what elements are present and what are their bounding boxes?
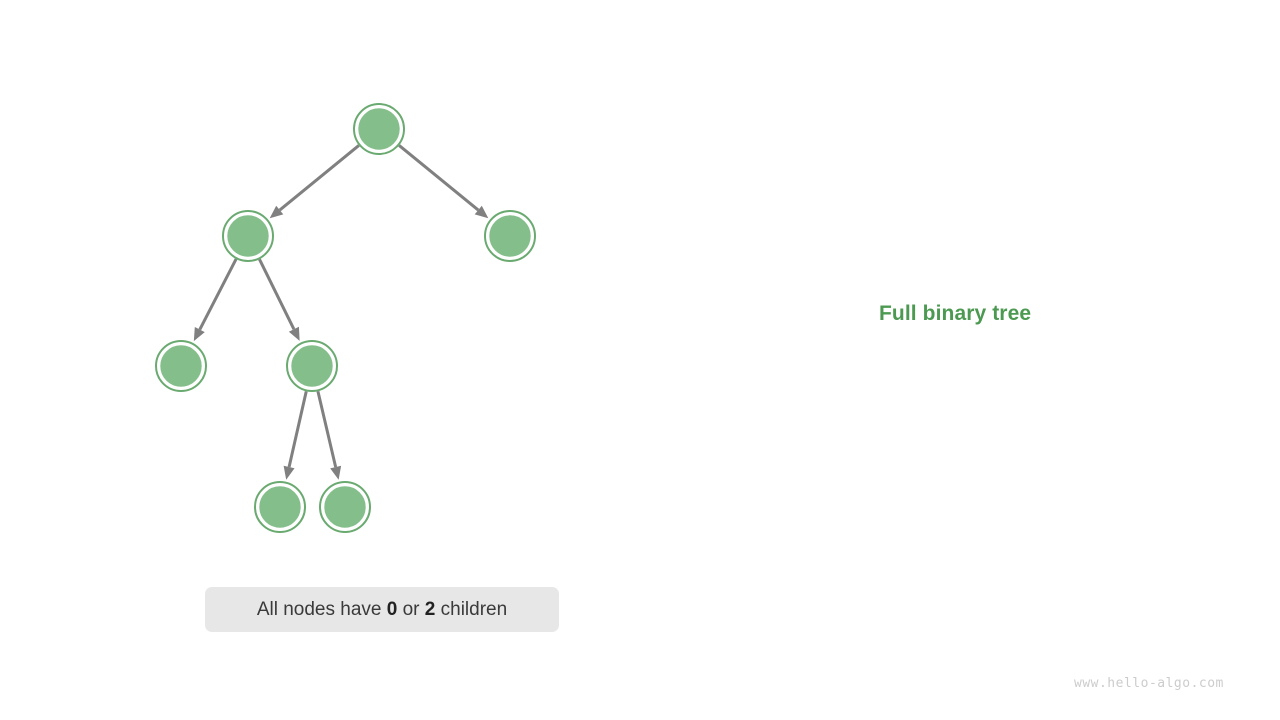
node-layer bbox=[155, 103, 536, 533]
tree-edge bbox=[283, 391, 308, 480]
tree-edge bbox=[398, 144, 489, 219]
page-title: Full binary tree bbox=[879, 302, 1032, 325]
watermark-label: www.hello-algo.com bbox=[1074, 676, 1224, 691]
caption-text: All nodes have 0 or 2 children bbox=[256, 598, 508, 620]
tree-node[interactable] bbox=[286, 340, 338, 392]
tree-edge bbox=[258, 258, 300, 341]
tree-edge bbox=[269, 144, 360, 219]
tree-node[interactable] bbox=[222, 210, 274, 262]
tree-node[interactable] bbox=[353, 103, 405, 155]
tree-edge bbox=[193, 258, 238, 342]
edge-layer bbox=[193, 144, 489, 480]
tree-node[interactable] bbox=[484, 210, 536, 262]
tree-node[interactable] bbox=[155, 340, 207, 392]
tree-node[interactable] bbox=[254, 481, 306, 533]
caption-badge: All nodes have 0 or 2 children bbox=[205, 587, 559, 632]
tree-node[interactable] bbox=[319, 481, 371, 533]
tree-edge bbox=[316, 390, 342, 480]
